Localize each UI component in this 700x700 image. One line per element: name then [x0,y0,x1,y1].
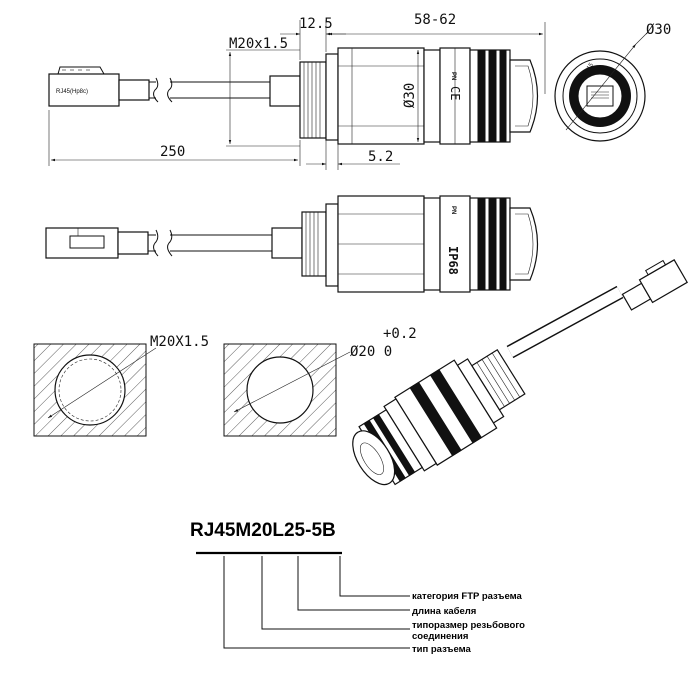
plug-label: RJ45(Hp8c) [56,89,88,95]
hole-tolerance: +0.2 [383,326,417,342]
thread-side [301,203,339,287]
hole-diameter: Ø20 0 [350,344,392,360]
dim-length: 58-62 [414,12,456,28]
mark-ce: CE [448,86,462,100]
cutout-threaded: M20X1.5 [33,334,209,437]
mark-pn-side: PN [450,206,456,214]
dim-cable: 250 [160,144,185,160]
mark-ip: IP68 [446,246,460,275]
panel-cutouts: M20X1.5 +0.2 Ø20 0 [33,326,417,437]
thread-top [299,53,339,141]
connector-iso [352,348,526,486]
side-view: IP68 PN [45,195,539,293]
legend-cable-length: длина кабеля [412,606,476,617]
cutout-thread-label: M20X1.5 [150,334,209,350]
model-code-text: RJ45M20L25-5B [190,520,336,541]
legend-connector-type: тип разъема [412,644,472,655]
model-code: RJ45M20L25-5B категория FTP разъема длин… [190,520,525,655]
mark-pn: PN [450,72,456,80]
gland-nut-side [469,197,539,291]
legend-ftp-category: категория FTP разъема [412,591,523,602]
dim-thread: M20x1.5 [229,36,288,52]
dim-body-dia: Ø30 [402,83,418,108]
rj45-plug-iso [621,259,688,311]
legend-thread-size-2: соединения [412,631,468,642]
rj45-plug-side [45,227,149,259]
housing-side: IP68 PN [337,195,471,293]
cable-side [148,227,303,259]
dim-offset: 5.2 [368,149,393,165]
end-view: M20x15 Ø30 [554,22,671,142]
dimensions-top: M20x1.5 12.5 58-62 Ø30 250 5.2 [48,12,546,170]
top-view: RJ45(Hp8c) [48,12,671,170]
rj45-plug-top: RJ45(Hp8c) [48,66,150,107]
gland-nut-top [469,49,539,143]
cable-top [149,75,301,107]
legend-thread-size: типоразмер резьбового [412,620,525,631]
isometric-view [352,259,688,486]
dim-flange: 12.5 [299,16,333,32]
dim-end-dia: Ø30 [646,22,671,38]
cutout-plain: +0.2 Ø20 0 [223,326,417,437]
housing-top: PN CE [337,47,471,145]
